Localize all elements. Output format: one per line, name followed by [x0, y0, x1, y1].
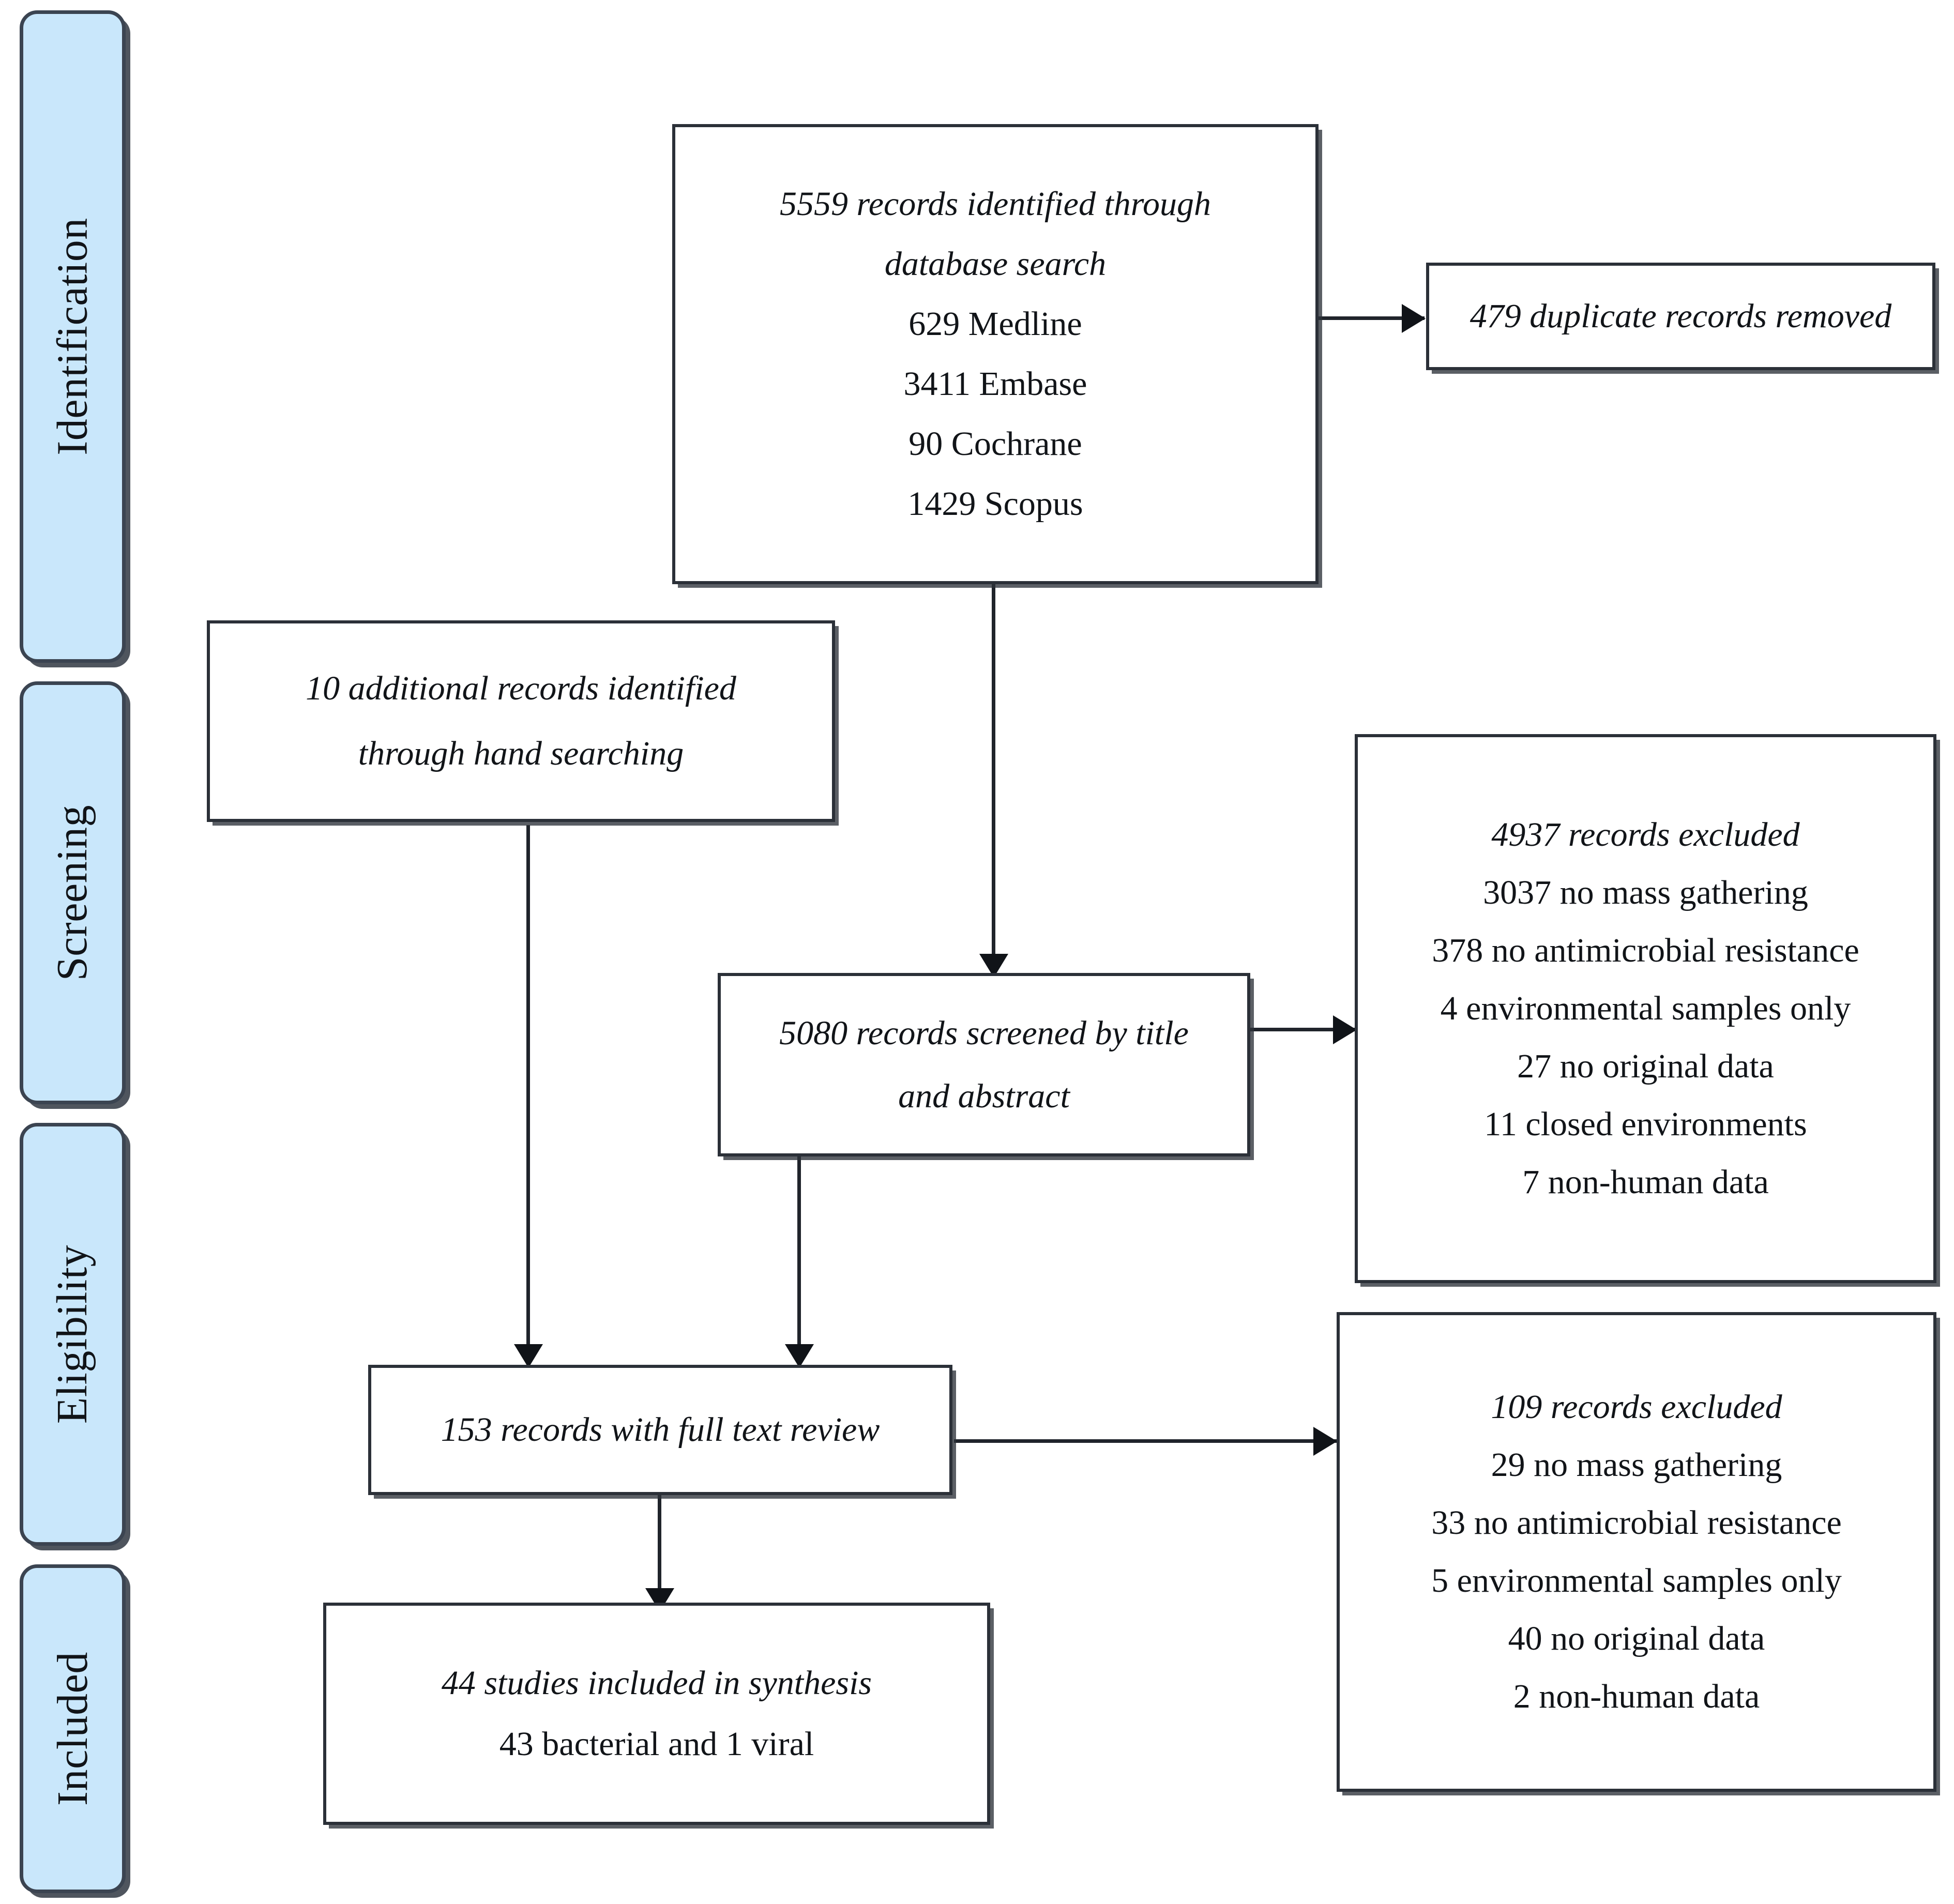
excluded-screening-reason-5: 11 closed environments	[1484, 1105, 1807, 1143]
arrow-hand-to-fulltext	[514, 1344, 543, 1368]
box-records-identified: 5559 records identified through database…	[672, 124, 1319, 584]
excluded-fulltext-total: 109 records excluded	[1491, 1388, 1782, 1426]
excluded-screening-reason-3: 4 environmental samples only	[1440, 989, 1851, 1027]
connector-fulltext-to-included	[658, 1495, 661, 1610]
box-studies-included: 44 studies included in synthesis 43 bact…	[323, 1603, 990, 1825]
connector-screened-to-excluded	[1249, 1028, 1356, 1031]
excluded-fulltext-reason-1: 29 no mass gathering	[1491, 1446, 1782, 1484]
studies-included-line-1: 44 studies included in synthesis	[441, 1664, 872, 1702]
connector-fulltext-to-excluded	[954, 1439, 1337, 1443]
records-identified-scopus: 1429 Scopus	[907, 485, 1083, 523]
records-screened-line-2: and abstract	[898, 1077, 1070, 1115]
records-identified-line-1: 5559 records identified through	[779, 185, 1211, 223]
studies-included-line-2: 43 bacterial and 1 viral	[499, 1725, 814, 1763]
records-identified-medline: 629 Medline	[908, 305, 1082, 343]
duplicate-records-line-1: 479 duplicate records removed	[1470, 297, 1892, 335]
box-records-screened: 5080 records screened by title and abstr…	[718, 973, 1250, 1156]
phase-eligibility-label: Eligibility	[48, 1244, 97, 1424]
excluded-fulltext-reason-2: 33 no antimicrobial resistance	[1431, 1504, 1842, 1542]
phase-identification-label: Identification	[48, 218, 97, 455]
box-duplicate-records-removed: 479 duplicate records removed	[1426, 263, 1935, 370]
hand-searching-line-2: through hand searching	[358, 735, 684, 772]
phase-included-label: Included	[48, 1652, 97, 1806]
records-identified-line-2: database search	[884, 245, 1107, 283]
arrow-fulltext-to-excluded	[1313, 1427, 1337, 1456]
connector-identified-to-screened	[992, 583, 995, 976]
box-records-excluded-screening: 4937 records excluded 3037 no mass gathe…	[1355, 734, 1936, 1283]
connector-screened-to-fulltext	[797, 1154, 801, 1366]
box-full-text-review: 153 records with full text review	[368, 1365, 952, 1495]
excluded-screening-reason-4: 27 no original data	[1517, 1047, 1774, 1085]
arrow-screened-to-excluded	[1333, 1015, 1357, 1044]
phase-eligibility: Eligibility	[20, 1123, 126, 1546]
records-screened-line-1: 5080 records screened by title	[779, 1014, 1189, 1052]
excluded-screening-reason-6: 7 non-human data	[1522, 1163, 1769, 1201]
hand-searching-line-1: 10 additional records identified	[306, 669, 736, 707]
arrow-screened-to-fulltext	[785, 1344, 814, 1368]
connector-identified-to-duplicates	[1319, 316, 1425, 320]
excluded-screening-total: 4937 records excluded	[1491, 816, 1800, 854]
excluded-fulltext-reason-5: 2 non-human data	[1513, 1678, 1760, 1715]
connector-hand-to-fulltext	[526, 825, 530, 1366]
phase-screening-label: Screening	[48, 804, 97, 981]
phase-included: Included	[20, 1564, 126, 1893]
arrow-identified-to-duplicates	[1402, 304, 1426, 333]
phase-screening: Screening	[20, 681, 126, 1104]
excluded-screening-reason-1: 3037 no mass gathering	[1483, 874, 1808, 911]
full-text-review-line-1: 153 records with full text review	[441, 1411, 880, 1449]
excluded-fulltext-reason-3: 5 environmental samples only	[1431, 1562, 1842, 1600]
excluded-screening-reason-2: 378 no antimicrobial resistance	[1432, 932, 1859, 969]
excluded-fulltext-reason-4: 40 no original data	[1508, 1620, 1765, 1657]
box-hand-searching: 10 additional records identified through…	[207, 620, 835, 822]
box-records-excluded-fulltext: 109 records excluded 29 no mass gatherin…	[1337, 1312, 1936, 1792]
records-identified-cochrane: 90 Cochrane	[908, 425, 1082, 463]
records-identified-embase: 3411 Embase	[903, 365, 1087, 403]
phase-identification: Identification	[20, 10, 126, 663]
